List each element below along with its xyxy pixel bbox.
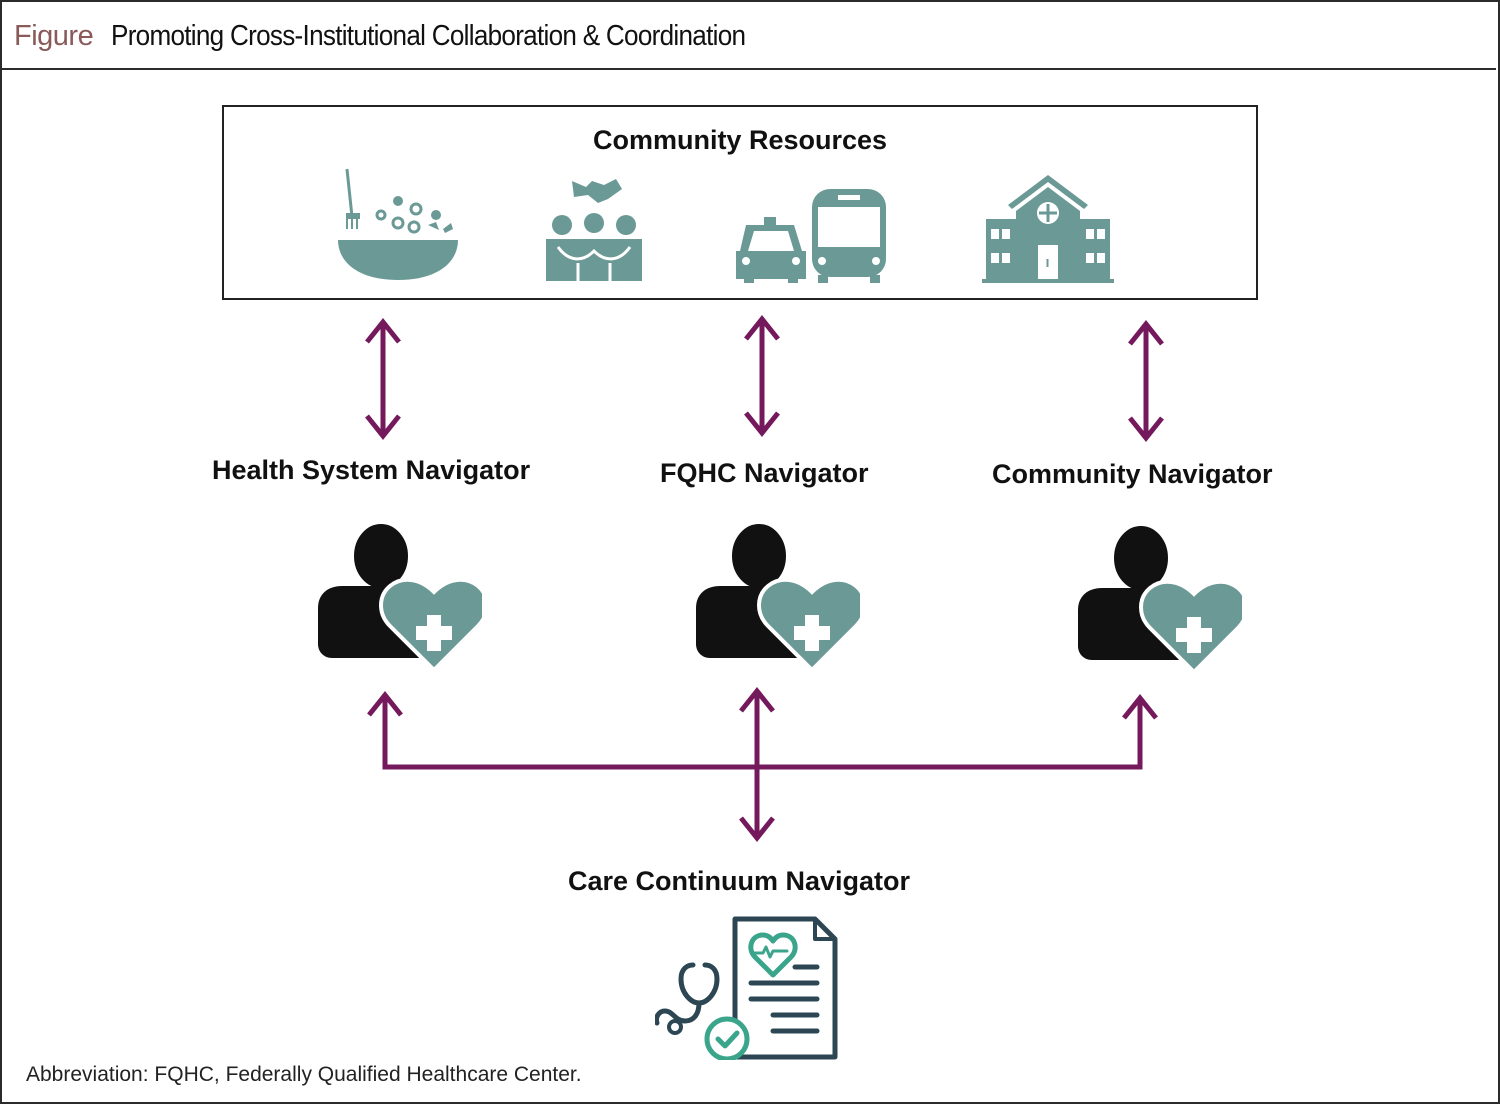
community-support-icon xyxy=(546,179,642,281)
figure-label: Figure xyxy=(14,20,94,52)
navigator-person-heart-icon xyxy=(696,520,860,673)
arrow-resources-community xyxy=(1128,319,1164,443)
fqhc-navigator-label: FQHC Navigator xyxy=(660,458,869,488)
community-resources-title: Community Resources xyxy=(592,125,888,155)
health-facility-icon xyxy=(982,175,1114,283)
transportation-icon xyxy=(736,189,886,283)
navigator-person-heart-icon xyxy=(318,520,482,673)
figure-title: Promoting Cross-Institutional Collaborat… xyxy=(111,20,746,52)
health-system-navigator-label: Health System Navigator xyxy=(212,455,531,485)
footnote-abbreviation: Abbreviation: FQHC, Federally Qualified … xyxy=(26,1063,582,1086)
community-resources-box: Community Resources xyxy=(222,105,1258,300)
figure-header: Figure Promoting Cross-Institutional Col… xyxy=(0,0,1496,70)
community-navigator-label: Community Navigator xyxy=(992,459,1273,489)
arrow-resources-fqhc xyxy=(744,314,780,438)
food-bowl-icon xyxy=(338,168,458,280)
care-continuum-navigator-label: Care Continuum Navigator xyxy=(568,866,911,896)
arrow-resources-health-system xyxy=(365,317,401,441)
medical-record-stethoscope-icon xyxy=(655,916,838,1060)
navigator-person-heart-icon xyxy=(1078,522,1242,675)
arrow-care-continuum-connector xyxy=(367,686,1158,843)
